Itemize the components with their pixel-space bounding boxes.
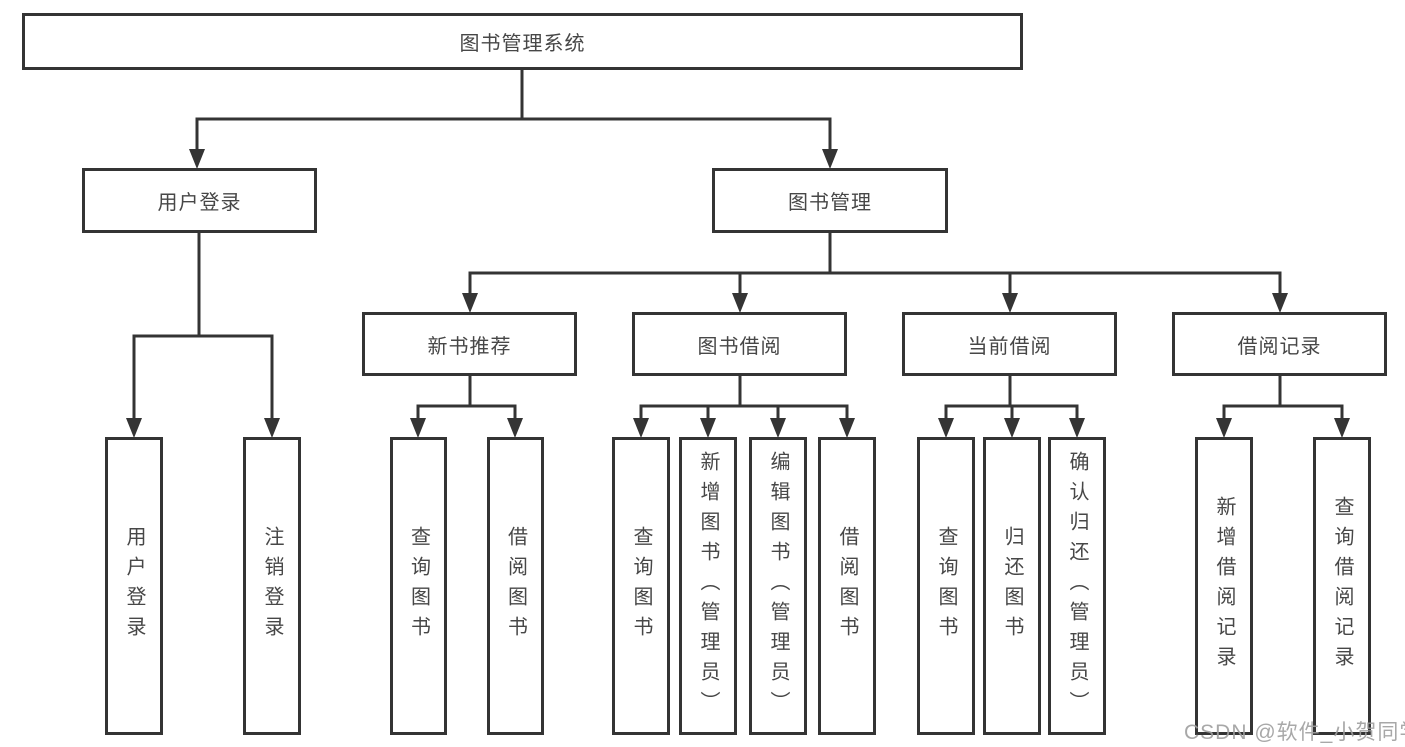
node-root-system: 图书管理系统 [22,13,1023,70]
leaf-query-books-recommend: 查询图书 [390,437,447,735]
leaf-query-books-current: 查询图书 [917,437,975,735]
leaf-user-login: 用户登录 [105,437,163,735]
node-current-borrowing: 当前借阅 [902,312,1117,376]
node-new-book-recommend: 新书推荐 [362,312,577,376]
leaf-query-borrow-record: 查询借阅记录 [1313,437,1371,735]
csdn-watermark: CSDN @软件_小贺同学 [1184,721,1405,744]
node-borrowing-records: 借阅记录 [1172,312,1387,376]
leaf-return-books: 归还图书 [983,437,1041,735]
leaf-borrow-books: 借阅图书 [818,437,876,735]
node-user-login: 用户登录 [82,168,317,233]
leaf-edit-books-admin: 编辑图书（管理员） [749,437,807,735]
arrowhead-icons [126,149,1350,438]
leaf-query-books-borrow: 查询图书 [612,437,670,735]
leaf-confirm-return-admin: 确认归还（管理员） [1048,437,1106,735]
leaf-logout: 注销登录 [243,437,301,735]
node-book-borrowing: 图书借阅 [632,312,847,376]
node-book-management: 图书管理 [712,168,948,233]
leaf-borrow-books-recommend: 借阅图书 [487,437,544,735]
leaf-add-books-admin: 新增图书（管理员） [679,437,737,735]
leaf-add-borrow-record: 新增借阅记录 [1195,437,1253,735]
